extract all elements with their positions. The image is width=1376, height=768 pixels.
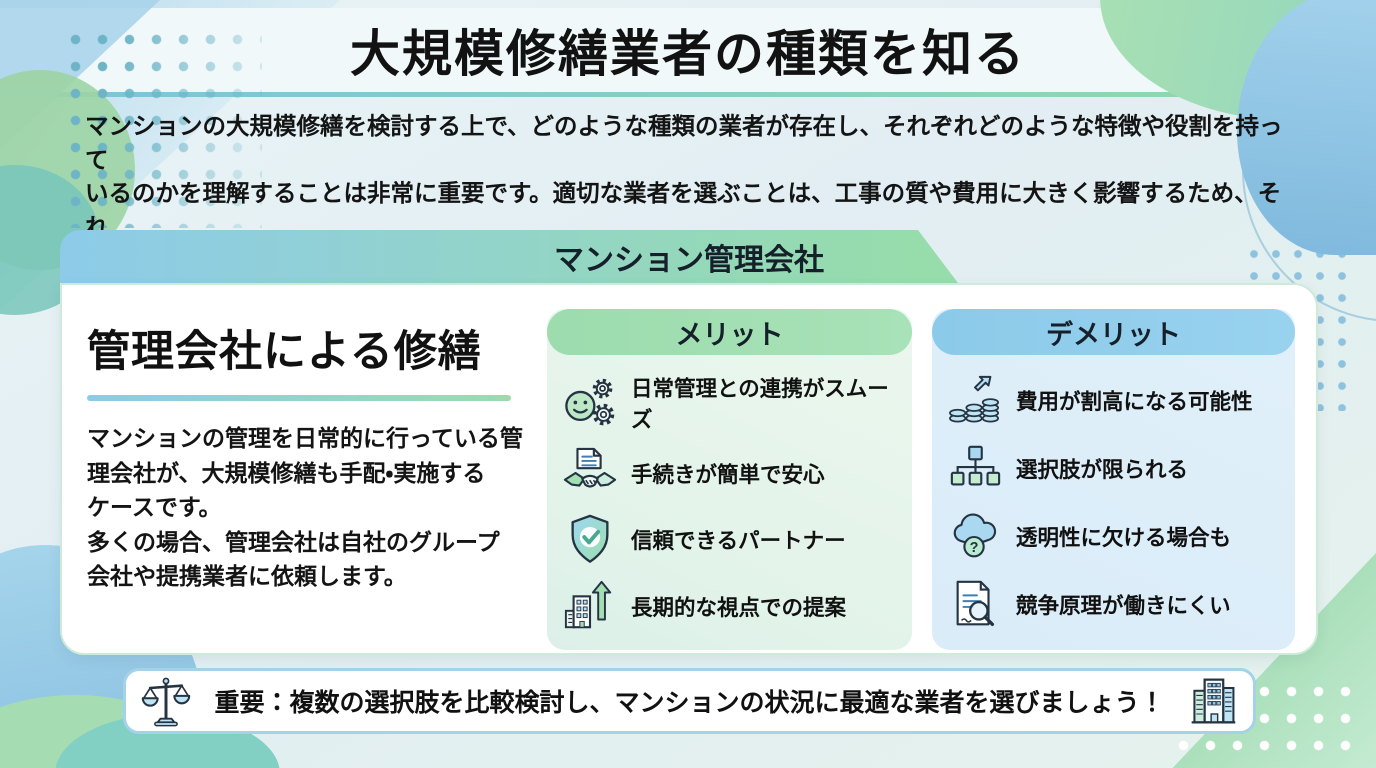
merit-panel: メリット [547,309,912,650]
important-note-bar: 重要：複数の選択肢を比較検討し、マンションの状況に最適な業者を選びましょう！ [123,668,1256,734]
handshake-document-icon [563,446,617,500]
merit-header: メリット [547,309,912,355]
demerit-item: 競争原理が働きにくい [948,578,1281,632]
merit-item: 信頼できるパートナー [563,513,898,567]
merit-item-label: 手続きが簡単で安心 [631,462,825,487]
page-title: 大規模修繕業者の種類を知る [350,26,1026,82]
demerit-item-label: 費用が割高になる可能性 [1016,389,1253,414]
important-message: 重要：複数の選択肢を比較検討し、マンションの状況に最適な業者を選びましょう！ [214,689,1165,717]
title-underline [0,92,1376,97]
demerit-panel: デメリット [932,309,1295,650]
question-glyph: ? [970,540,979,556]
demerit-item: 選択肢が限られる [948,441,1281,495]
merit-item-label: 日常管理との連携がスムーズ [631,376,889,432]
smiley-gears-icon [563,376,617,430]
cloud-question-icon: ? [948,510,1002,564]
section-title-underline [87,395,511,401]
demerit-list: 費用が割高になる可能性 [932,355,1295,650]
company-type-card: マンション管理会社 管理会社による修繕 マンションの管理を日常的に行っている管 … [60,230,1318,655]
merit-item-label: 長期的な視点での提案 [631,595,847,620]
demerit-item-label: 透明性に欠ける場合も [1016,526,1232,551]
merit-item: 手続きが簡単で安心 [563,446,898,500]
demerit-item: ? 透明性に欠ける場合も [948,510,1281,564]
merit-list: 日常管理との連携がスムーズ [547,355,912,650]
demerit-item: 費用が割高になる可能性 [948,373,1281,427]
building-icon [1187,675,1239,727]
shield-check-icon [563,513,617,567]
card-header-title: マンション管理会社 [554,243,824,277]
demerit-header: デメリット [932,309,1295,355]
merit-item-label: 信頼できるパートナー [631,529,846,554]
demerit-item-label: 選択肢が限られる [1016,457,1189,482]
section-body: マンションの管理を日常的に行っている管 理会社が、大規模修繕も手配・実施する ケ… [87,425,523,589]
section-title: 管理会社による修繕 [87,328,482,376]
card-body: 管理会社による修繕 マンションの管理を日常的に行っている管 理会社が、大規模修繕… [60,283,1318,655]
merit-item: 日常管理との連携がスムーズ [563,372,898,434]
document-magnifier-icon [948,578,1002,632]
description-column: 管理会社による修繕 マンションの管理を日常的に行っている管 理会社が、大規模修繕… [87,317,535,594]
hierarchy-icon [948,441,1002,495]
merit-item: 長期的な視点での提案 [563,579,898,633]
balance-scale-icon [140,675,192,727]
coins-rising-icon [948,373,1002,427]
building-growth-icon [563,579,617,633]
demerit-item-label: 競争原理が働きにくい [1016,594,1231,619]
